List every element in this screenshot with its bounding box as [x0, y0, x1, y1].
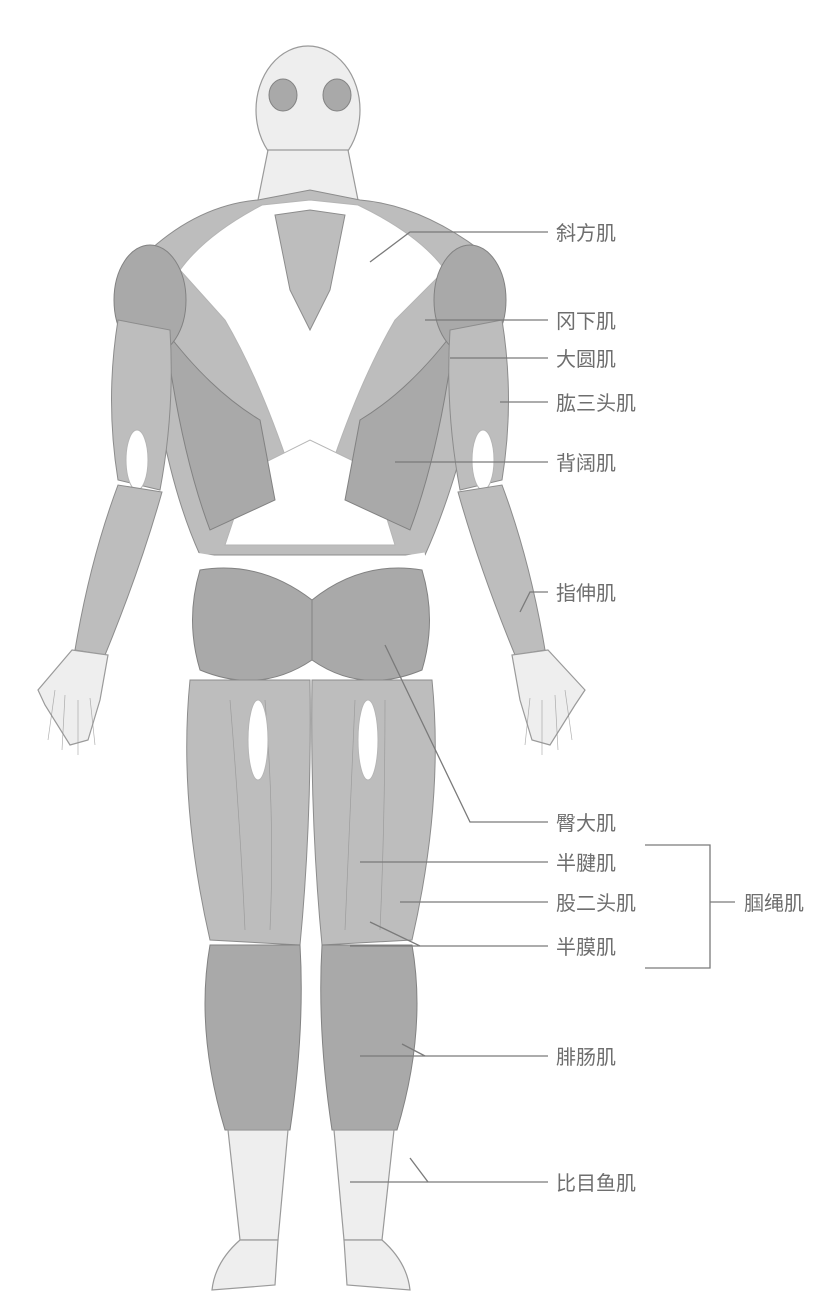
label-hamstrings-group: 腘绳肌 — [744, 891, 804, 915]
label-biceps-femoris: 股二头肌 — [556, 891, 636, 915]
hamstring-bracket — [645, 845, 710, 968]
label-latissimus-dorsi: 背阔肌 — [556, 451, 616, 475]
label-soleus: 比目鱼肌 — [556, 1171, 636, 1195]
label-semitendinosus: 半腱肌 — [556, 851, 616, 875]
label-finger-extensors: 指伸肌 — [556, 581, 616, 605]
label-triceps: 肱三头肌 — [556, 391, 636, 415]
label-trapezius: 斜方肌 — [556, 221, 616, 245]
label-semimembranosus: 半膜肌 — [556, 935, 616, 959]
label-teres-major: 大圆肌 — [556, 347, 616, 371]
label-gastrocnemius: 腓肠肌 — [556, 1045, 616, 1069]
label-infraspinatus: 冈下肌 — [556, 309, 616, 333]
labels: 斜方肌 冈下肌 大圆肌 肱三头肌 背阔肌 指伸肌 臀大肌 半腱肌 股二头肌 半膜… — [556, 221, 804, 1195]
label-gluteus-maximus: 臀大肌 — [556, 811, 616, 835]
leader-soleus-2 — [410, 1158, 428, 1182]
